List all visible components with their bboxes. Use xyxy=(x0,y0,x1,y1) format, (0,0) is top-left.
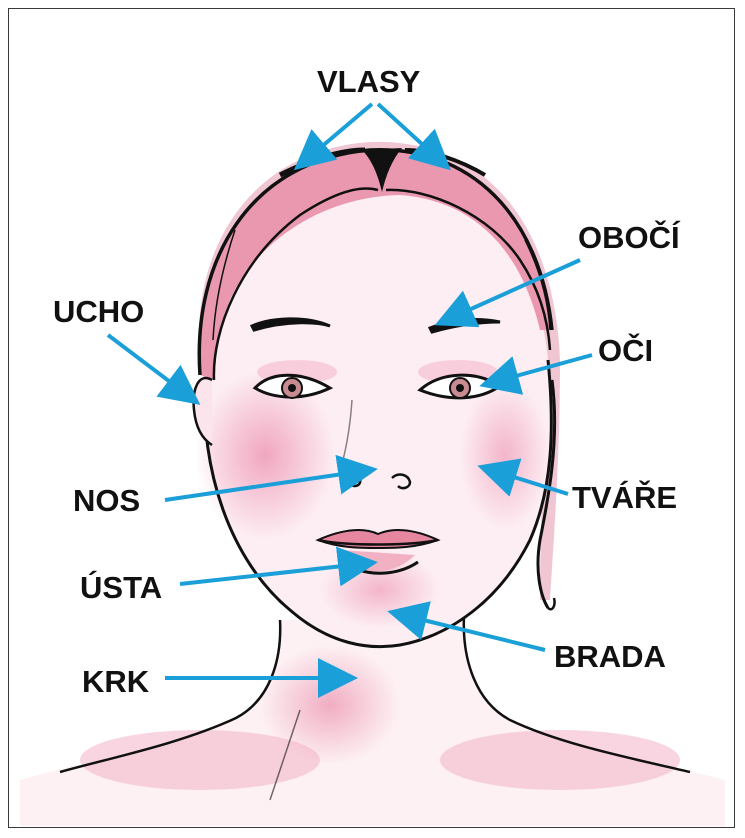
label-krk: KRK xyxy=(82,664,150,699)
label-tvare: TVÁŘE xyxy=(572,479,677,515)
label-oci: OČI xyxy=(598,332,653,368)
arrow-ucho xyxy=(108,335,194,400)
label-oboci: OBOČÍ xyxy=(578,219,681,255)
label-vlasy: VLASY xyxy=(317,64,421,99)
ear-illustration xyxy=(194,378,212,445)
label-nos: NOS xyxy=(73,483,140,518)
label-usta: ÚSTA xyxy=(80,569,162,605)
label-brada: BRADA xyxy=(554,639,666,674)
label-ucho: UCHO xyxy=(53,294,144,329)
